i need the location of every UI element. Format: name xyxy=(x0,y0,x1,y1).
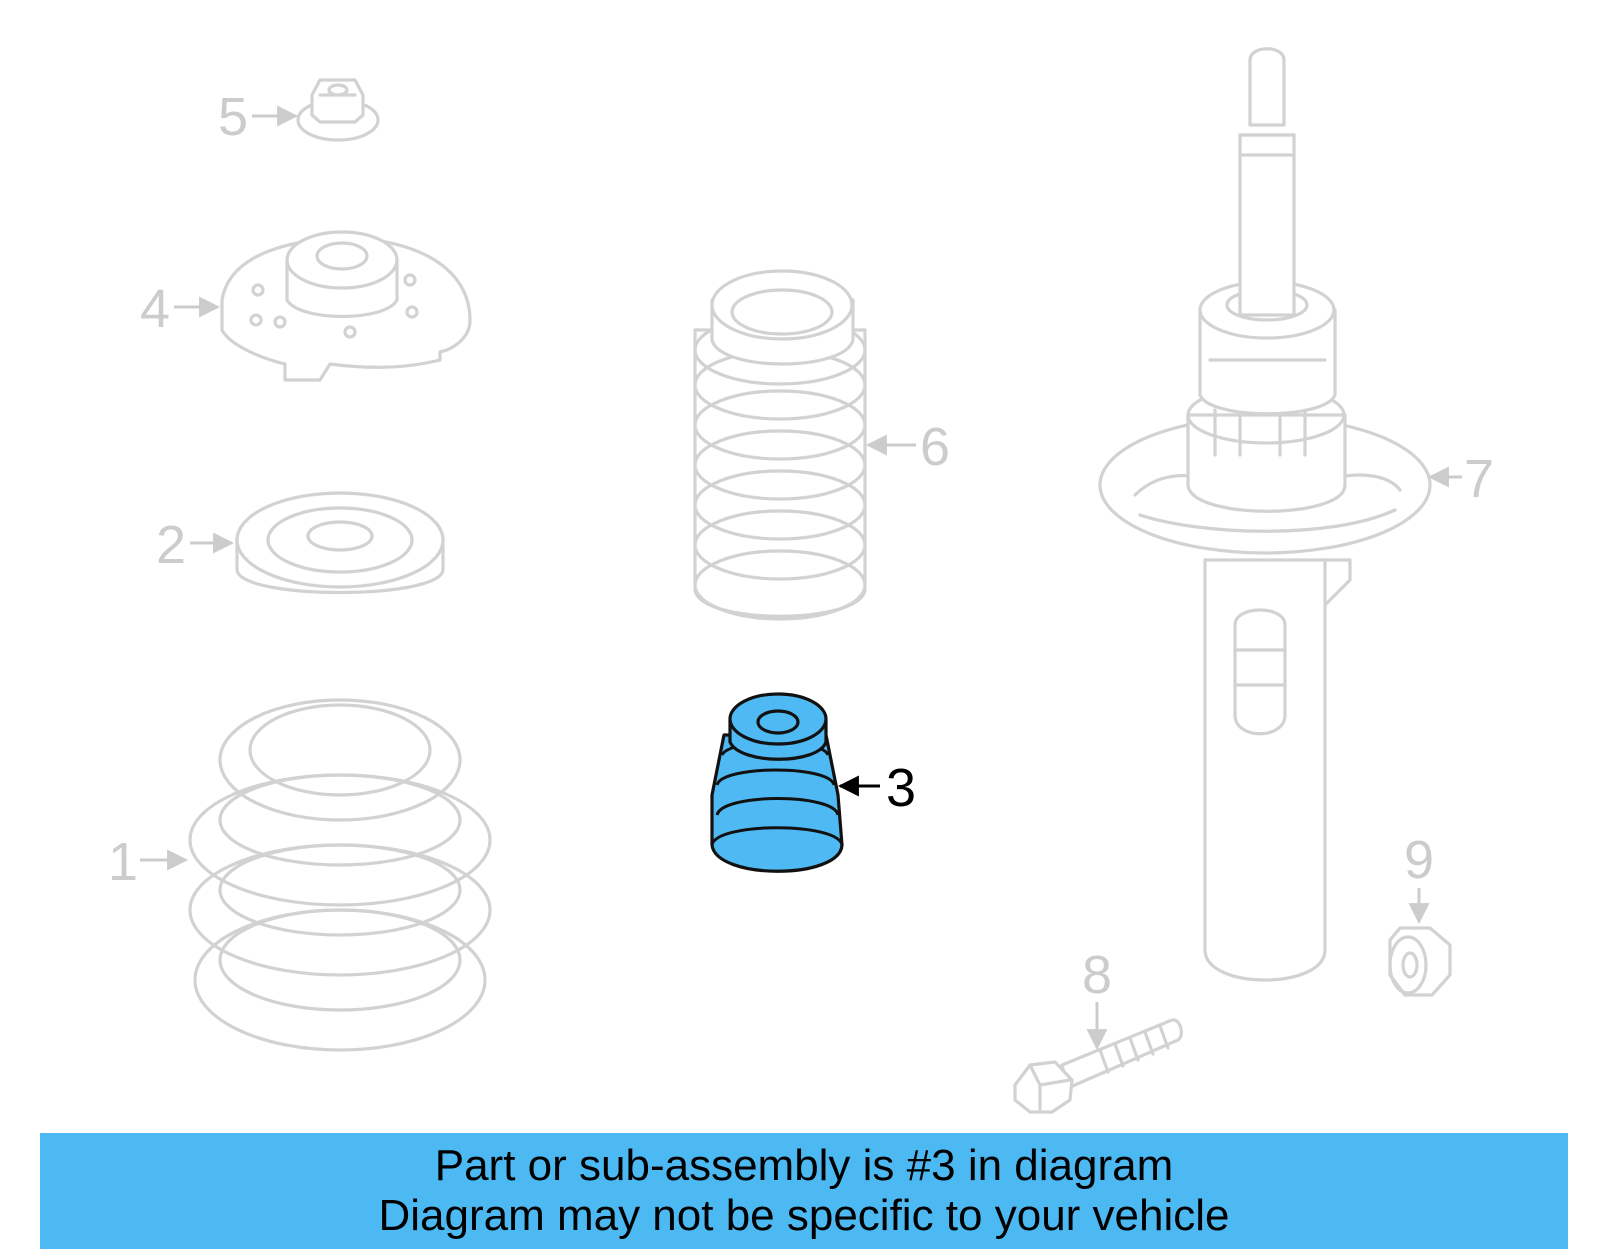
part-7-strut-assembly[interactable] xyxy=(1098,47,1432,982)
part-1-coil-spring[interactable] xyxy=(188,698,492,1052)
part-3-bump-stop[interactable] xyxy=(710,692,844,873)
callout-8: 8 xyxy=(1082,945,1112,1005)
callout-6: 6 xyxy=(920,417,950,477)
callout-7: 7 xyxy=(1464,449,1494,509)
part-2-spring-seat[interactable] xyxy=(235,491,445,595)
banner-line-1: Part or sub-assembly is #3 in diagram xyxy=(434,1141,1174,1190)
callout-1: 1 xyxy=(108,832,138,892)
info-banner: Part or sub-assembly is #3 in diagram Di… xyxy=(40,1133,1568,1249)
callout-5: 5 xyxy=(218,87,248,147)
banner-line-2: Diagram may not be specific to your vehi… xyxy=(378,1191,1230,1240)
part-4-strut-mount[interactable] xyxy=(220,230,472,382)
part-8-bolt[interactable] xyxy=(1013,1018,1183,1114)
callout-2: 2 xyxy=(156,515,186,575)
part-9-nut[interactable] xyxy=(1388,926,1452,997)
callout-9: 9 xyxy=(1404,830,1434,890)
part-5-nut[interactable] xyxy=(296,78,380,142)
callout-3: 3 xyxy=(886,758,916,818)
callout-4: 4 xyxy=(140,279,170,339)
part-6-dust-boot[interactable] xyxy=(693,269,867,621)
